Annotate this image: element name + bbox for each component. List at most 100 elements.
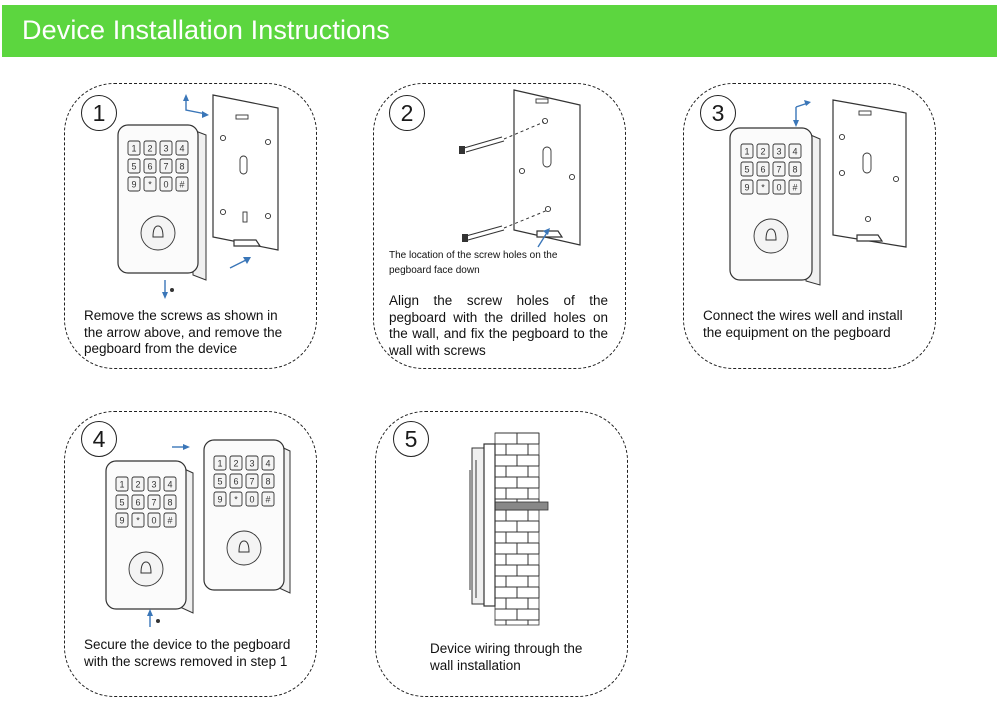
keypad-key (163, 476, 177, 492)
keypad-key (261, 455, 275, 471)
keypad-key-label: # (792, 183, 797, 193)
keypad-key-label: * (761, 183, 765, 193)
keypad-key (127, 176, 141, 192)
keypad-key (756, 179, 770, 195)
doorbell-button (753, 218, 789, 254)
keypad-key-label: 4 (179, 144, 184, 154)
bell-icon (765, 228, 777, 241)
step-2-caption: Align the screw holes of the pegboard wi… (389, 293, 608, 358)
keypad-key (159, 176, 173, 192)
keypad-key-label: 5 (217, 477, 222, 487)
brick-wall-icon (481, 432, 549, 626)
step-3-number: 3 (700, 95, 736, 131)
screw-icon (156, 619, 160, 623)
keypad-key (175, 140, 189, 156)
keypad-key (213, 491, 227, 507)
keypad-key (261, 491, 275, 507)
arrow-icon (793, 100, 811, 127)
keypad-key-label: 4 (167, 480, 172, 490)
keypad-key (261, 473, 275, 489)
step-5-number: 5 (393, 421, 429, 457)
step-4-number: 4 (81, 421, 117, 457)
keypad-key-label: 1 (744, 147, 749, 157)
keypad-key-label: 1 (119, 480, 124, 490)
keypad-key (213, 455, 227, 471)
keypad-key (229, 455, 243, 471)
keypad-key (175, 158, 189, 174)
keypad-key (788, 143, 802, 159)
step-2-illustration (459, 89, 581, 248)
keypad-key-label: 4 (792, 147, 797, 157)
keypad-key (143, 158, 157, 174)
pegboard-icon (832, 99, 907, 248)
keypad-key-label: 2 (147, 144, 152, 154)
keypad-key (175, 176, 189, 192)
keypad-key-label: 9 (119, 516, 124, 526)
keypad-key (159, 140, 173, 156)
step-1-number: 1 (81, 95, 117, 131)
bell-icon (152, 225, 164, 238)
step-2-note: The location of the screw holes on the p… (389, 250, 558, 276)
keypad-key-label: 0 (163, 180, 168, 190)
pegboard-icon (513, 89, 581, 246)
keypad-key (788, 179, 802, 195)
keypad-key-label: 7 (151, 498, 156, 508)
keypad-key-label: 2 (760, 147, 765, 157)
doorbell-button (128, 551, 164, 587)
keypad-key-label: 0 (776, 183, 781, 193)
keypad-key (772, 179, 786, 195)
keypad-key (115, 512, 129, 528)
keypad-key-label: 0 (151, 516, 156, 526)
keypad-key (147, 512, 161, 528)
keypad-key-label: 9 (744, 183, 749, 193)
screw-icon (462, 225, 505, 242)
arrow-icon (537, 228, 550, 248)
keypad-key-label: 2 (233, 459, 238, 469)
bell-icon (140, 561, 152, 574)
keypad-key-label: 6 (760, 165, 765, 175)
doorbell-button (140, 215, 176, 251)
keypad-key (772, 143, 786, 159)
step-5-caption: Device wiring through the wall installat… (430, 641, 583, 673)
keypad-key-label: 5 (119, 498, 124, 508)
keypad-key (772, 161, 786, 177)
keypad-key-label: 3 (249, 459, 254, 469)
keypad-key (131, 512, 145, 528)
header-banner: Device Installation Instructions (2, 5, 997, 57)
keypad-key-label: 7 (163, 162, 168, 172)
keypad-key (159, 158, 173, 174)
step-1-caption: Remove the screws as shown in the arrow … (84, 308, 283, 356)
step-2-number: 2 (389, 95, 425, 131)
arrow-icon (162, 280, 168, 299)
keypad-key-label: 4 (265, 459, 270, 469)
keypad-key-label: 7 (776, 165, 781, 175)
keypad-key-label: 0 (249, 495, 254, 505)
keypad-key (740, 161, 754, 177)
keypad-key (213, 473, 227, 489)
keypad-key-label: * (234, 495, 238, 505)
keypad-key (245, 491, 259, 507)
arrow-icon (229, 257, 251, 269)
keypad-key-label: 1 (131, 144, 136, 154)
keypad-key-label: # (265, 495, 270, 505)
keypad-key-label: 9 (217, 495, 222, 505)
arrow-icon (147, 609, 153, 627)
keypad-key-label: 5 (744, 165, 749, 175)
screw-icon (170, 288, 174, 292)
keypad-key-label: 9 (131, 180, 136, 190)
keypad-key (131, 494, 145, 510)
keypad-key-label: 8 (167, 498, 172, 508)
keypad-key (147, 476, 161, 492)
arrow-icon (172, 444, 190, 450)
keypad-key-label: 6 (135, 498, 140, 508)
bell-icon (238, 540, 250, 553)
keypad-key (163, 494, 177, 510)
keypad-key (788, 161, 802, 177)
keypad-key (143, 176, 157, 192)
keypad-key-label: * (148, 180, 152, 190)
keypad-key-label: 8 (265, 477, 270, 487)
keypad-key (127, 158, 141, 174)
